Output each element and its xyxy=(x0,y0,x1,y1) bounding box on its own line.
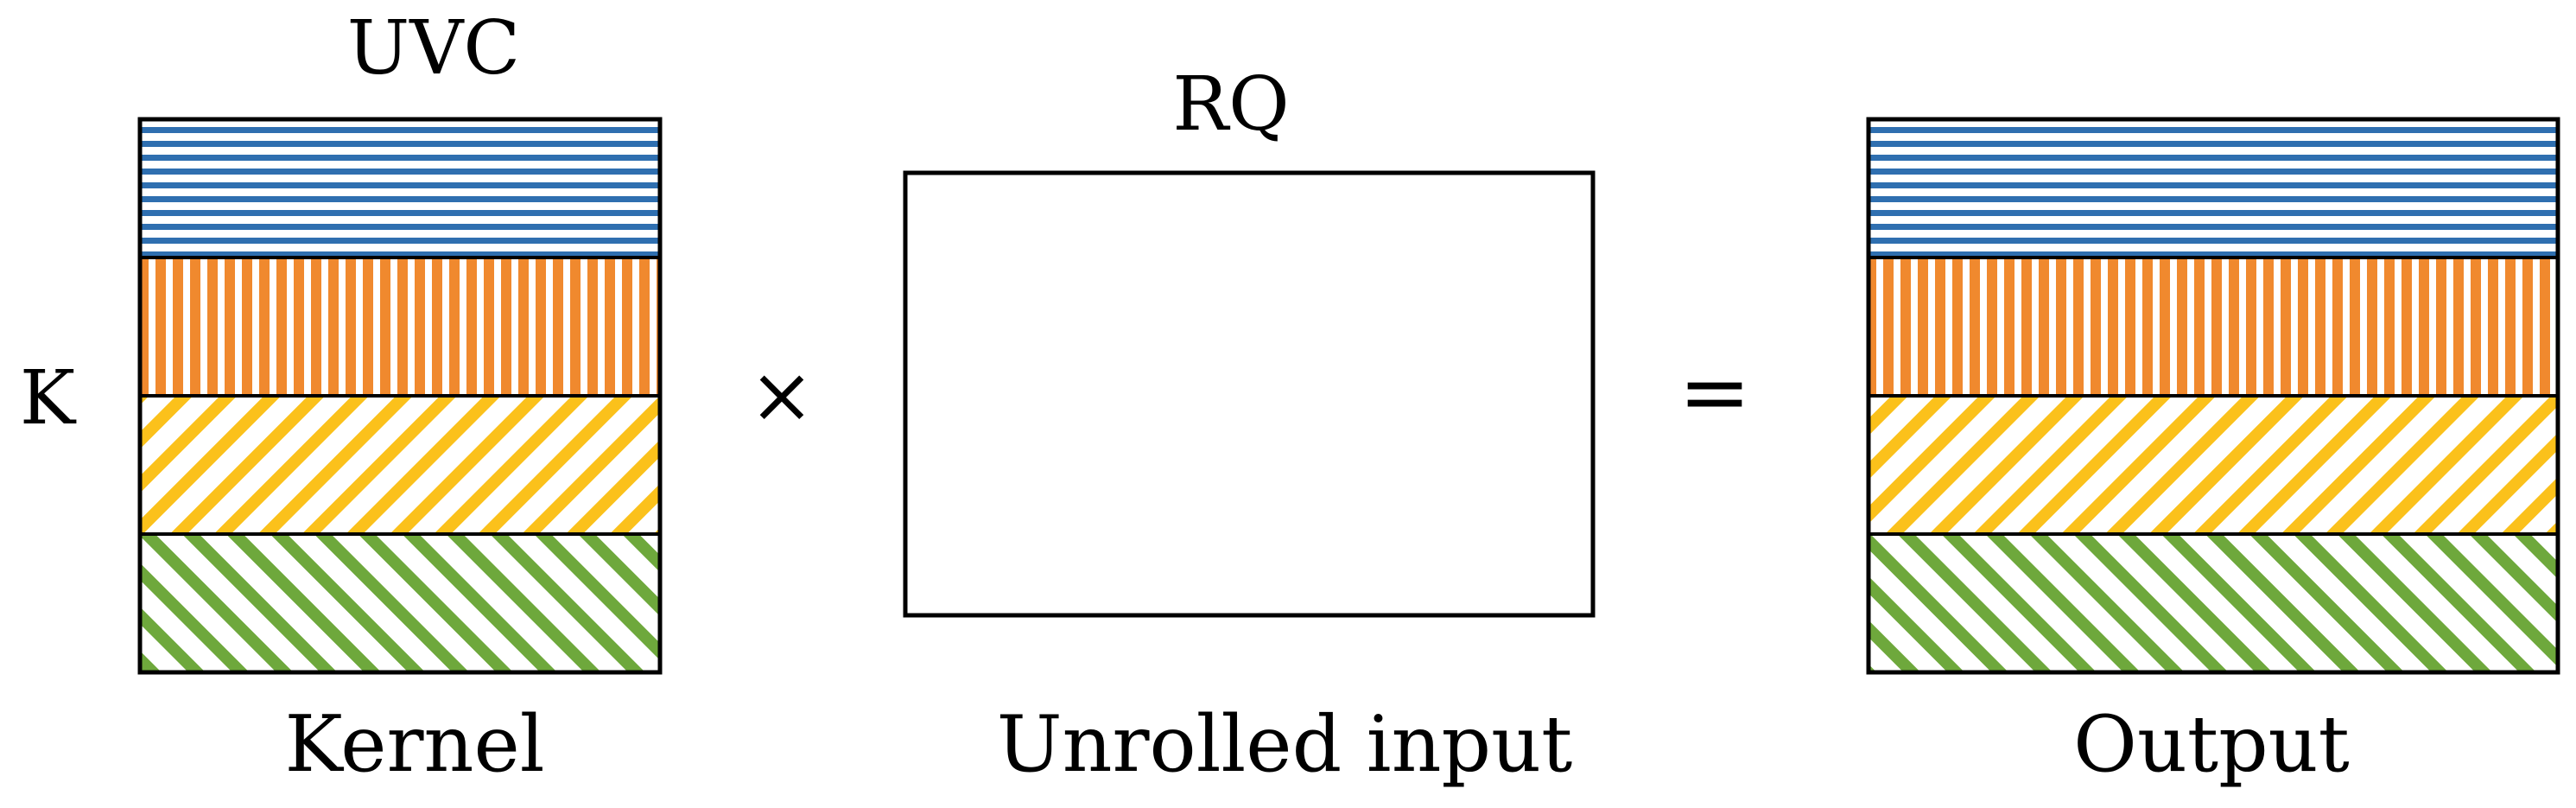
input-caption: Unrolled input xyxy=(997,699,1573,790)
equals-operator: = xyxy=(1678,341,1751,442)
output-orange-band xyxy=(1869,258,2558,396)
output-matrix: Output xyxy=(1866,117,2560,790)
output-yellow-band xyxy=(1869,396,2558,534)
kernel-caption: Kernel xyxy=(284,699,544,790)
kernel-yellow-band xyxy=(140,396,660,534)
kernel-matrix: UVC K Kernel xyxy=(20,5,663,790)
output-caption: Output xyxy=(2073,699,2350,790)
times-operator: × xyxy=(749,350,814,441)
input-outline xyxy=(903,170,1596,618)
output-blue-band xyxy=(1869,119,2558,258)
input-top-label: RQ xyxy=(1172,61,1289,148)
kernel-top-label: UVC xyxy=(347,5,520,92)
kernel-side-label: K xyxy=(20,355,77,442)
kernel-blue-band xyxy=(140,119,660,258)
kernel-orange-band xyxy=(140,258,660,396)
input-matrix: RQ Unrolled input xyxy=(903,61,1596,790)
kernel-green-band xyxy=(140,534,660,672)
output-green-band xyxy=(1869,534,2558,672)
